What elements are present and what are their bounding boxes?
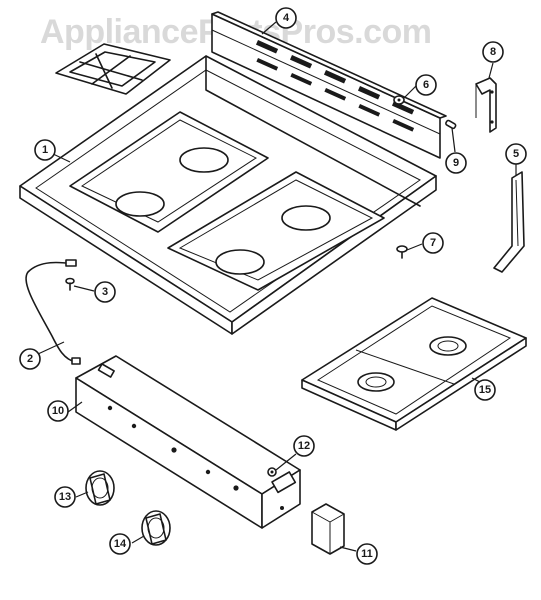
valve-screw-part[interactable] [267, 467, 277, 477]
callout-2: 2 [19, 348, 41, 370]
callout-8-label: 8 [490, 46, 496, 58]
callout-2-label: 2 [27, 353, 33, 365]
callout-3-label: 3 [102, 286, 108, 298]
callout-5: 5 [505, 143, 527, 165]
callout-9: 9 [445, 152, 467, 174]
igniter-wire-part[interactable] [25, 259, 81, 365]
callout-11: 11 [356, 543, 378, 565]
backguard-panel-part[interactable] [211, 11, 447, 159]
callout-1-label: 1 [42, 144, 48, 156]
callout-9-label: 9 [453, 157, 459, 169]
bracket-part[interactable] [475, 77, 497, 133]
callout-15-label: 15 [479, 384, 491, 396]
lead-screw-part[interactable] [65, 277, 75, 291]
burner-box-part[interactable] [301, 297, 527, 431]
callout-7-label: 7 [430, 237, 436, 249]
manifold-panel-part[interactable] [75, 355, 301, 529]
burner-grate-part[interactable] [55, 43, 171, 95]
block-part[interactable] [311, 503, 345, 555]
callout-6: 6 [415, 74, 437, 96]
callout-3: 3 [94, 281, 116, 303]
callout-4: 4 [275, 7, 297, 29]
callout-11-label: 11 [361, 548, 373, 560]
callout-5-label: 5 [513, 148, 519, 160]
screw-part[interactable] [396, 245, 408, 259]
control-knob-lower-part[interactable] [141, 510, 171, 546]
main-cooktop-part[interactable] [19, 55, 437, 335]
small-screw-part[interactable] [445, 119, 457, 130]
callout-15: 15 [474, 379, 496, 401]
callout-12: 12 [293, 435, 315, 457]
callout-10: 10 [47, 400, 69, 422]
callout-8: 8 [482, 41, 504, 63]
callout-14-label: 14 [114, 538, 127, 550]
callout-1: 1 [34, 139, 56, 161]
nut-part[interactable] [393, 95, 405, 105]
side-trim-part[interactable] [493, 171, 525, 273]
callout-14: 14 [109, 533, 131, 555]
callout-12-label: 12 [298, 440, 310, 452]
callout-10-label: 10 [52, 405, 64, 417]
callout-4-label: 4 [283, 12, 290, 24]
callout-13: 13 [54, 486, 76, 508]
callout-7: 7 [422, 232, 444, 254]
callout-13-label: 13 [59, 491, 71, 503]
callout-6-label: 6 [423, 79, 429, 91]
control-knob-upper-part[interactable] [85, 470, 115, 506]
